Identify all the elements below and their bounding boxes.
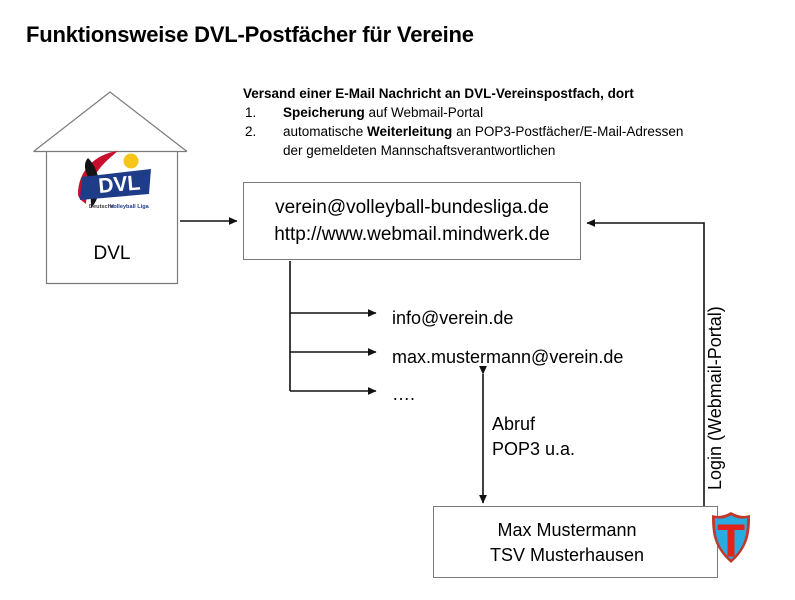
- retrieval-label: Abruf POP3 u.a.: [492, 412, 575, 462]
- dvl-logo-tagline-accent: Volleyball Liga: [110, 204, 150, 210]
- arrow-fanout-forwards: [289, 261, 377, 395]
- instruction-item-2: 2. automatische Weiterleitung an POP3-Po…: [243, 122, 788, 160]
- forward-address-2: max.mustermann@verein.de: [392, 347, 624, 367]
- page-title: Funktionsweise DVL-Postfächer für Verein…: [26, 22, 474, 47]
- instruction-item-1: 1. Speicherung auf Webmail-Portal: [243, 103, 788, 122]
- instruction-bold-1: Speicherung: [283, 105, 365, 120]
- dvl-logo-tagline: Deutsche: [89, 204, 114, 210]
- member-box[interactable]: [433, 506, 718, 578]
- dvl-logo-banner: DVL: [80, 169, 151, 200]
- instruction-rest-1: auf Webmail-Portal: [364, 105, 484, 120]
- club-crest-bar-vertical: [727, 524, 735, 557]
- login-label: Login (Webmail-Portal): [705, 0, 726, 490]
- instructions-block: Versand einer E-Mail Nachricht an DVL-Ve…: [243, 84, 788, 160]
- arrow-login-webmail: [586, 219, 705, 506]
- house-shape: [33, 91, 188, 285]
- retrieval-label-line1: Abruf: [492, 414, 536, 434]
- dvl-logo-ball: [123, 153, 139, 169]
- instructions-lead: Versand einer E-Mail Nachricht an DVL-Ve…: [243, 86, 634, 101]
- login-label-text: Login (Webmail-Portal): [705, 306, 725, 490]
- instruction-number-1: 1.: [245, 105, 257, 120]
- retrieval-label-line2: POP3 u.a.: [492, 439, 576, 459]
- svg-text:DVL: DVL: [97, 171, 141, 198]
- mailbox-address: verein@volleyball-bundesliga.de: [275, 197, 549, 218]
- member-name: Max Mustermann: [497, 520, 637, 540]
- instruction-cont-2: der gemeldeten Mannschaftsverantwortlich…: [283, 143, 556, 158]
- forward-address-3: ….: [392, 384, 416, 404]
- club-crest-icon: [712, 512, 750, 563]
- instruction-bold-2: Weiterleitung: [367, 124, 453, 139]
- dvl-logo: DVL Deutsche Volleyball Liga: [78, 151, 151, 210]
- instruction-pre-2: automatische: [283, 124, 368, 139]
- member-text: Max Mustermann TSV Musterhausen: [447, 518, 687, 568]
- house-label: DVL: [93, 243, 131, 264]
- forward-address-1: info@verein.de: [392, 308, 514, 328]
- instructions-list: 1. Speicherung auf Webmail-Portal 2. aut…: [243, 103, 788, 160]
- instruction-rest-2: an POP3-Postfächer/E-Mail-Adressen: [452, 124, 684, 139]
- dvl-mailbox-box[interactable]: verein@volleyball-bundesliga.de http://w…: [243, 182, 581, 260]
- mailbox-portal-url: http://www.webmail.mindwerk.de: [274, 224, 550, 245]
- instruction-number-2: 2.: [245, 124, 257, 139]
- member-club: TSV Musterhausen: [489, 545, 645, 565]
